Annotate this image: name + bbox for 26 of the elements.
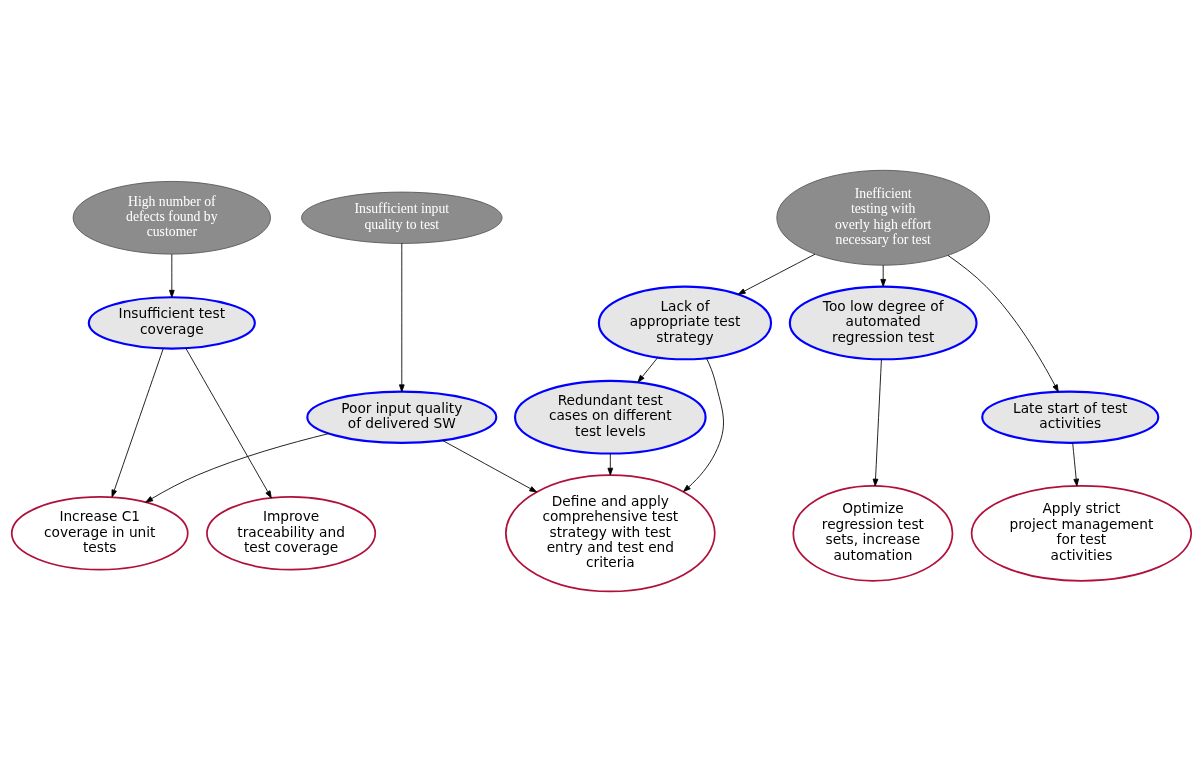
- node-ellipse: Too low degree of automated regression test: [788, 285, 978, 361]
- node-ellipse: Insufficient test coverage: [87, 296, 256, 350]
- arrow: [145, 433, 330, 503]
- node-ellipse: Optimize regression test sets, increase automation: [792, 485, 954, 582]
- node-ellipse: Inefficient testing with overly high effort necessary for test: [776, 169, 990, 266]
- node-ellipse: Define and apply comprehensive test strategy with test entry and test end criteria: [505, 474, 716, 593]
- arrow: [947, 254, 1059, 393]
- node-ellipse: Apply strict project management for test activities: [970, 485, 1193, 582]
- arrow: [683, 357, 724, 492]
- node-ellipse: High number of defects found by customer: [72, 181, 271, 255]
- node-ellipse: Late start of test activities: [981, 390, 1160, 444]
- arrow: [185, 347, 272, 499]
- arrow: [111, 348, 164, 498]
- arrow: [169, 253, 175, 298]
- arrow: [872, 359, 882, 487]
- arrow: [1072, 442, 1080, 487]
- arrow: [441, 439, 538, 493]
- arrow: [607, 453, 614, 476]
- node-ellipse: Poor input quality of delivered SW: [306, 390, 498, 444]
- arrow: [737, 253, 816, 295]
- arrow: [398, 242, 405, 393]
- arrow: [880, 264, 886, 287]
- node-ellipse: Insufficient input quality to test: [301, 191, 503, 244]
- node-ellipse: Improve traceability and test coverage: [206, 496, 377, 571]
- node-ellipse: Redundant test cases on different test levels: [513, 379, 707, 455]
- arrow: [637, 357, 658, 383]
